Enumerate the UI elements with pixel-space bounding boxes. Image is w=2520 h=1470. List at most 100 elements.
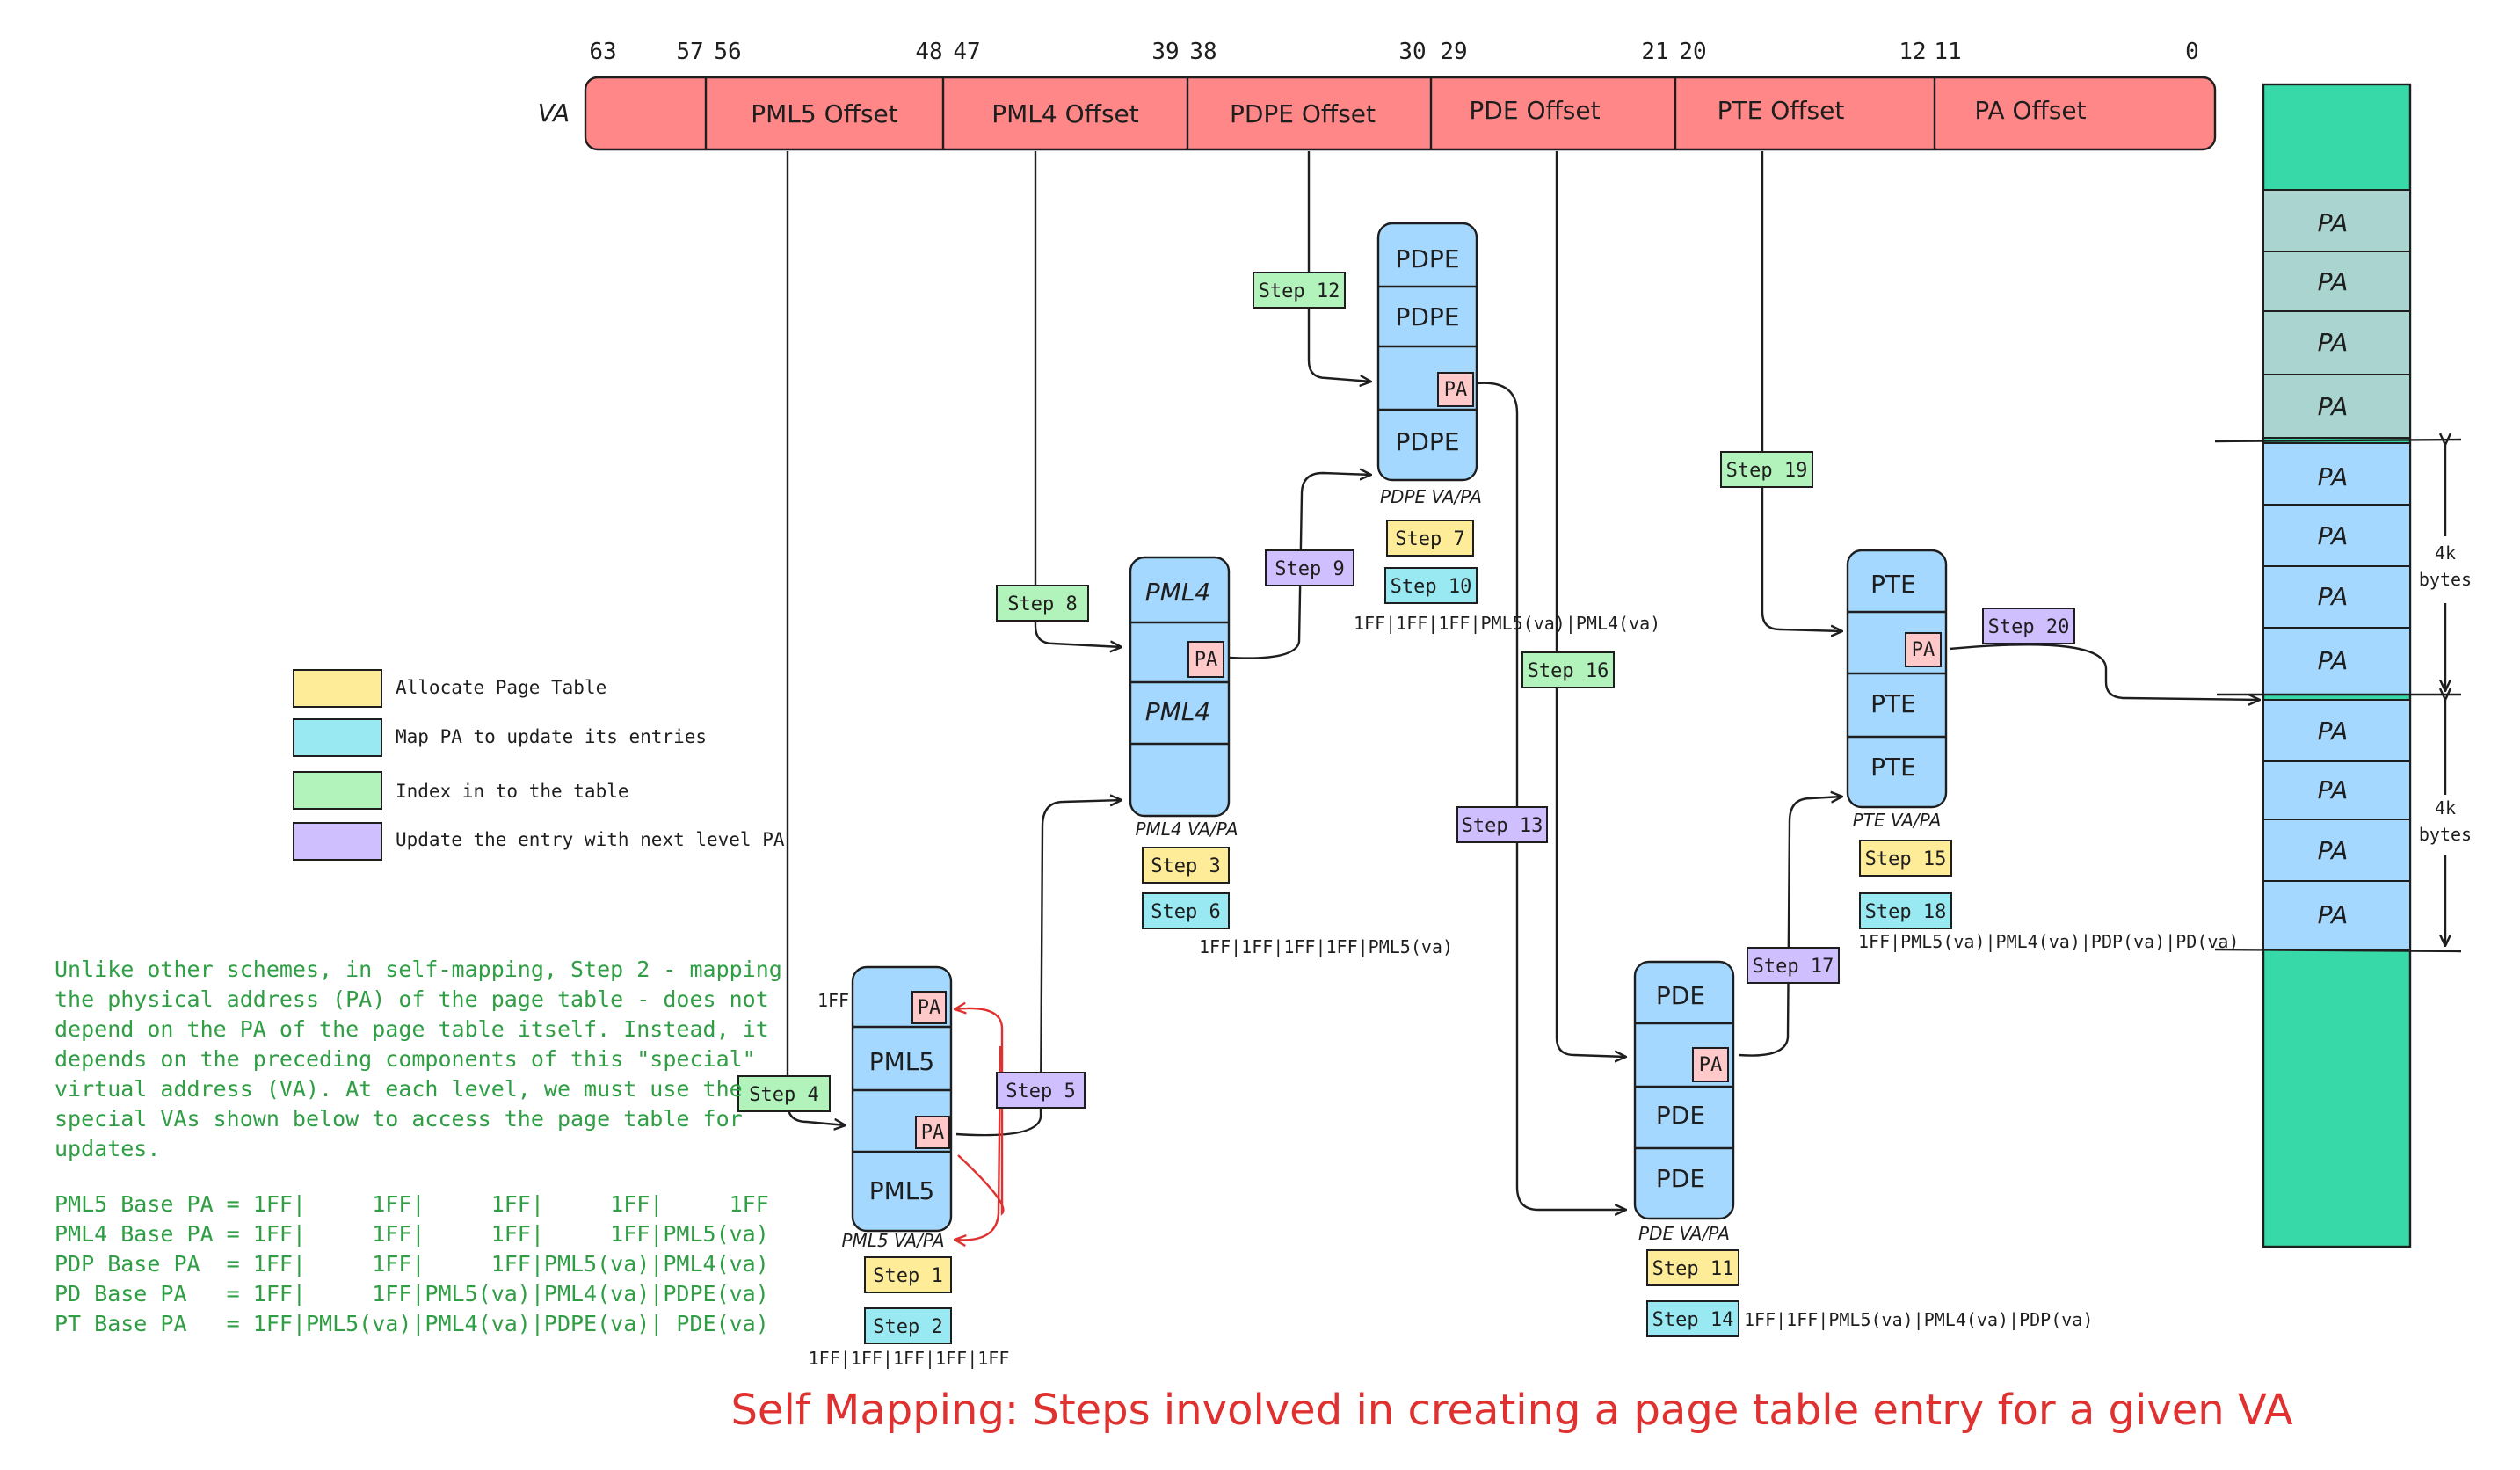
pde-index-arrow <box>1555 151 1626 1057</box>
pml5-row-label: PML5 <box>869 1047 934 1076</box>
legend-update-label: Update the entry with next level PA <box>396 829 785 850</box>
pml4-pa-entry <box>1187 641 1224 678</box>
diagram-title: Self Mapping: Steps involved in creating… <box>730 1386 2292 1435</box>
pml5-pa-entry <box>915 1116 950 1149</box>
step-18-box: Step 18 <box>1865 901 1947 923</box>
pdpe-offset-segment: PDPE Offset <box>1230 99 1376 128</box>
pml4-special-va: 1FF|1FF|1FF|1FF|PML5(va) <box>1199 936 1453 957</box>
physical-memory: PA PA PA PA PA PA PA PA PA PA PA PA <box>2214 83 2462 1248</box>
step-1-box: Step 1 <box>873 1265 942 1287</box>
pml4-to-pdpe-arrow <box>1228 473 1371 659</box>
note-line: virtual address (VA). At each level, we … <box>54 1076 743 1102</box>
pte-caption: PTE VA/PA <box>1853 810 1942 831</box>
pde-row-label: PDE <box>1656 1164 1705 1193</box>
pml4-caption: PML4 VA/PA <box>1135 819 1238 840</box>
pde-special-va: 1FF|1FF|PML5(va)|PML4(va)|PDP(va) <box>1744 1309 2093 1330</box>
self-map-loop-arrow-down <box>955 1045 1002 1240</box>
step-16-box: Step 16 <box>1528 660 1609 682</box>
pml5-special-va: 1FF|1FF|1FF|1FF|1FF <box>809 1348 1010 1369</box>
memory-pa-cell: PA <box>2318 392 2349 421</box>
bit-56: 56 <box>714 39 741 65</box>
pdpe-table: PDPE PDPE PDPE PA PDPE VA/PA <box>1376 222 1482 507</box>
pml4-pa-label: PA <box>1195 649 1218 671</box>
bit-20: 20 <box>1679 39 1706 65</box>
pdpe-special-va: 1FF|1FF|1FF|PML5(va)|PML4(va) <box>1354 613 1660 634</box>
pml4-table: PML4 PML4 PA PML4 VA/PA <box>1129 556 1238 840</box>
step-9-box: Step 9 <box>1275 558 1344 580</box>
memory-pa-cell: PA <box>2318 646 2349 675</box>
connectors <box>786 151 2260 1240</box>
pml5-pa-label: PA <box>918 997 941 1019</box>
memory-pa-cell: PA <box>2318 836 2349 865</box>
pml5-offset-segment: PML5 Offset <box>751 99 898 128</box>
formula-line: PML4 Base PA = 1FF| 1FF| 1FF| 1FF|PML5(v… <box>54 1221 769 1247</box>
legend: Allocate Page Table Map PA to update its… <box>293 669 785 861</box>
pml5-index-arrow <box>786 151 846 1125</box>
note-line: the physical address (PA) of the page ta… <box>54 986 769 1012</box>
pde-pa-entry <box>1692 1047 1729 1082</box>
memory-pa-cell: PA <box>2318 328 2349 357</box>
note-line: updates. <box>54 1136 160 1161</box>
formula-line: PD Base PA = 1FF| 1FF|PML5(va)|PML4(va)|… <box>54 1281 769 1306</box>
step-boxes: Step 1 Step 3 Step 7 Step 11 Step 15 Ste… <box>737 272 2075 1344</box>
pte-to-memory-arrow <box>1949 644 2260 700</box>
pml5-row-label: PML5 <box>869 1176 934 1205</box>
step-6-box: Step 6 <box>1151 901 1220 923</box>
bit-30: 30 <box>1398 39 1426 65</box>
bit-29: 29 <box>1440 39 1467 65</box>
pte-table: PTE PTE PTE PA PTE VA/PA <box>1846 549 1948 831</box>
note-line: Unlike other schemes, in self-mapping, S… <box>54 957 782 982</box>
bit-21: 21 <box>1641 39 1668 65</box>
bit-63: 63 <box>589 39 616 65</box>
pml4-offset-segment: PML4 Offset <box>991 99 1139 128</box>
pde-table: PDE PDE PDE PA PDE VA/PA <box>1633 960 1735 1244</box>
memory-pa-cell: PA <box>2318 208 2349 237</box>
formula-line: PT Base PA = 1FF|PML5(va)|PML4(va)|PDPE(… <box>54 1311 769 1336</box>
pte-row-label: PTE <box>1870 753 1916 782</box>
explanation-note: Unlike other schemes, in self-mapping, S… <box>54 957 782 1336</box>
pml4-row-label: PML4 <box>1145 697 1210 726</box>
pte-special-va: 1FF|PML5(va)|PML4(va)|PDP(va)|PD(va) <box>1858 931 2239 952</box>
step-20-box: Step 20 <box>1988 616 2070 638</box>
va-dividers <box>704 77 1936 149</box>
step-15-box: Step 15 <box>1865 848 1947 870</box>
pte-row-label: PTE <box>1870 689 1916 718</box>
legend-index-label: Index in to the table <box>396 781 629 802</box>
bit-47: 47 <box>953 39 980 65</box>
pml5-to-pml4-arrow <box>955 800 1122 1137</box>
memory-pa-cell: PA <box>2318 775 2349 804</box>
step-17-box: Step 17 <box>1753 956 1834 978</box>
bit-38: 38 <box>1189 39 1216 65</box>
step-19-box: Step 19 <box>1726 460 1808 482</box>
pdpe-index-arrow <box>1307 151 1371 382</box>
pml5-pa-label: PA <box>921 1122 945 1144</box>
pte-pa-entry <box>1905 632 1942 667</box>
memory-pa-cell: PA <box>2318 462 2349 491</box>
formula-line: PDP Base PA = 1FF| 1FF| 1FF|PML5(va)|PML… <box>54 1251 769 1277</box>
page-size-unit: bytes <box>2419 824 2472 845</box>
va-label: VA <box>538 98 570 127</box>
step-11-box: Step 11 <box>1652 1258 1734 1280</box>
legend-map-label: Map PA to update its entries <box>396 726 707 747</box>
pdpe-to-pde-arrow <box>1476 382 1626 1210</box>
bit-12: 12 <box>1899 39 1926 65</box>
bit-57: 57 <box>676 39 703 65</box>
bit-11: 11 <box>1934 39 1961 65</box>
bit-48: 48 <box>915 39 942 65</box>
pde-offset-segment: PDE Offset <box>1469 96 1600 125</box>
step-10-box: Step 10 <box>1391 576 1472 598</box>
page-size-label: 4k <box>2435 542 2456 564</box>
pml4-row-label: PML4 <box>1145 578 1210 607</box>
step-8-box: Step 8 <box>1007 593 1077 615</box>
step-4-box: Step 4 <box>749 1084 818 1106</box>
pdpe-pa-label: PA <box>1444 379 1468 401</box>
step-7-box: Step 7 <box>1395 528 1464 550</box>
memory-pa-cell: PA <box>2318 582 2349 611</box>
pdpe-row-label: PDPE <box>1395 427 1459 456</box>
bit-0: 0 <box>2185 39 2199 65</box>
step-2-box: Step 2 <box>873 1316 942 1338</box>
memory-pa-cell: PA <box>2318 521 2349 550</box>
pde-row-label: PDE <box>1656 981 1705 1010</box>
pte-offset-segment: PTE Offset <box>1718 96 1845 125</box>
